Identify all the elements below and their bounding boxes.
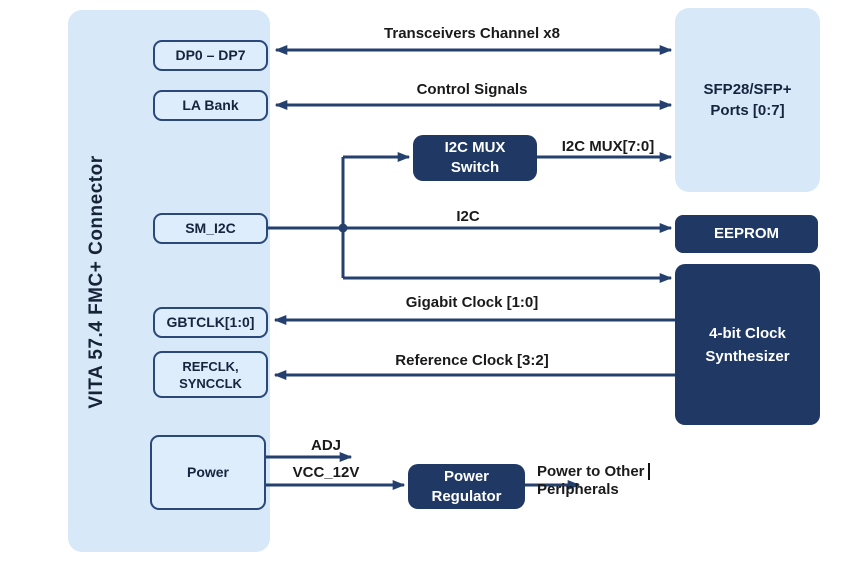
transceivers-signal-label: Transceivers Channel x8 [384,25,560,42]
power-box: Power [150,435,266,510]
power-regulator-block: Power Regulator [408,464,525,509]
dp-port-label: DP0 – DP7 [175,47,246,63]
i2c-mux-bus-label: I2C MUX[7:0] [561,138,655,155]
sm-i2c-box: SM_I2C [153,213,268,244]
i2c-mux-label-line2: Switch [450,159,500,176]
fmc-connector-label: VITA 57.4 FMC+ Connector [86,155,107,409]
i2c-junction-dot [338,223,348,233]
sfp-label-line2: Ports [0:7] [710,102,785,119]
clock-synthesizer-block: 4-bit Clock Synthesizer [675,264,820,425]
sfp-ports-block: SFP28/SFP+ Ports [0:7] [675,8,820,192]
refclk-label-line2: SYNCCLK [179,375,242,391]
la-bank-box: LA Bank [153,90,268,121]
eeprom-label: EEPROM [713,225,779,242]
refclk-label-line1: REFCLK, [182,358,239,374]
gbtclk-label: GBTCLK[1:0] [166,314,255,330]
gigabit-clock-label: Gigabit Clock [1:0] [405,294,539,311]
gbtclk-box: GBTCLK[1:0] [153,307,268,338]
vcc-12v-signal-label: VCC_12V [292,464,360,481]
i2c-mux-switch-block: I2C MUX Switch [413,135,537,181]
refclk-syncclk-box: REFCLK, SYNCCLK [153,351,268,398]
clock-synth-label-line1: 4-bit Clock [709,324,786,342]
power-out-label: Power to Other Peripherals [537,463,645,498]
power-label: Power [186,464,229,480]
la-bank-label: LA Bank [182,97,239,113]
dp-port-box: DP0 – DP7 [153,40,268,71]
reference-clock-label: Reference Clock [3:2] [395,352,549,369]
clock-synth-label-line2: Synthesizer [705,347,790,365]
i2c-signal-label: I2C [456,208,480,225]
i2c-mux-label-line1: I2C MUX [444,139,506,156]
power-reg-label-line2: Regulator [431,487,502,505]
eeprom-block: EEPROM [675,215,818,253]
text-caret [648,463,650,480]
sfp-label-line1: SFP28/SFP+ [703,81,792,98]
adj-signal-label: ADJ [310,437,341,454]
control-signals-label: Control Signals [416,81,528,98]
power-reg-label-line1: Power [443,467,489,485]
sm-i2c-label: SM_I2C [185,220,236,236]
